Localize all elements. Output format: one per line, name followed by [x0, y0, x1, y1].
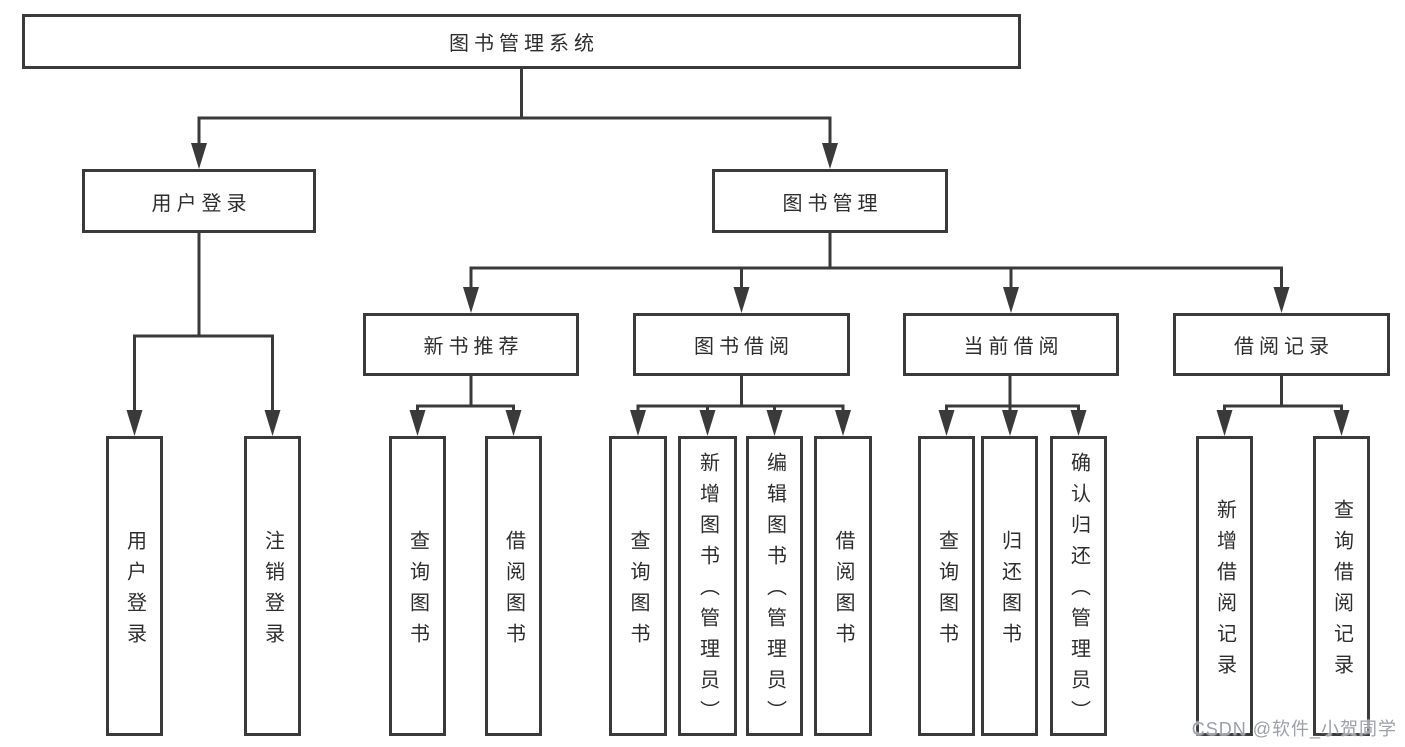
- leaf-query-books-current: 查询图书: [918, 436, 975, 736]
- leaf-query-books-borrowing: 查询图书: [609, 436, 667, 736]
- node-label: 图书管理: [782, 192, 883, 215]
- leaf-label: 借阅图书: [832, 529, 854, 654]
- leaf-label: 用户登录: [123, 529, 146, 654]
- leaf-borrow-books-recommend: 借阅图书: [485, 436, 542, 736]
- leaf-label: 查询图书: [627, 529, 649, 654]
- node-book-borrowing: 图书借阅: [633, 313, 850, 376]
- leaf-borrow-books-borrowing: 借阅图书: [814, 436, 872, 736]
- leaf-label: 查询图书: [935, 529, 958, 654]
- leaf-query-borrow-record: 查询借阅记录: [1313, 436, 1370, 736]
- node-borrowing-records: 借阅记录: [1173, 313, 1390, 376]
- leaf-label: 查询图书: [406, 529, 429, 654]
- leaf-label: 编辑图书（管理员）: [763, 452, 786, 731]
- leaf-label: 新增借阅记录: [1213, 498, 1236, 685]
- node-label: 新书推荐: [423, 336, 524, 358]
- node-label: 图书借阅: [694, 336, 794, 358]
- node-label: 当前借阅: [963, 336, 1064, 358]
- leaf-label: 确认归还（管理员）: [1067, 452, 1090, 731]
- node-label: 借阅记录: [1234, 336, 1334, 358]
- leaf-label: 借阅图书: [502, 529, 525, 654]
- leaf-edit-books-admin: 编辑图书（管理员）: [746, 436, 803, 736]
- leaf-logout-login: 注销登录: [244, 436, 301, 736]
- watermark: CSDN @软件_小贺同学: [1191, 719, 1397, 739]
- leaf-add-books-admin: 新增图书（管理员）: [678, 436, 737, 736]
- leaf-label: 注销登录: [261, 529, 284, 654]
- leaf-query-books-recommend: 查询图书: [389, 436, 446, 736]
- leaf-label: 新增图书（管理员）: [696, 452, 719, 731]
- leaf-label: 查询借阅记录: [1330, 498, 1353, 685]
- node-library-management-system: 图书管理系统: [22, 14, 1021, 69]
- node-label: 图书管理系统: [449, 33, 599, 55]
- leaf-add-borrow-record: 新增借阅记录: [1196, 436, 1253, 736]
- leaf-label: 归还图书: [998, 529, 1021, 654]
- node-user-login: 用户登录: [82, 169, 316, 233]
- node-label: 用户登录: [151, 192, 252, 215]
- leaf-user-login: 用户登录: [106, 436, 163, 736]
- leaf-confirm-return-admin: 确认归还（管理员）: [1050, 436, 1107, 736]
- node-new-book-recommend: 新书推荐: [363, 313, 579, 376]
- leaf-return-books: 归还图书: [981, 436, 1038, 736]
- node-current-borrowing: 当前借阅: [903, 313, 1119, 376]
- node-book-management: 图书管理: [712, 169, 948, 233]
